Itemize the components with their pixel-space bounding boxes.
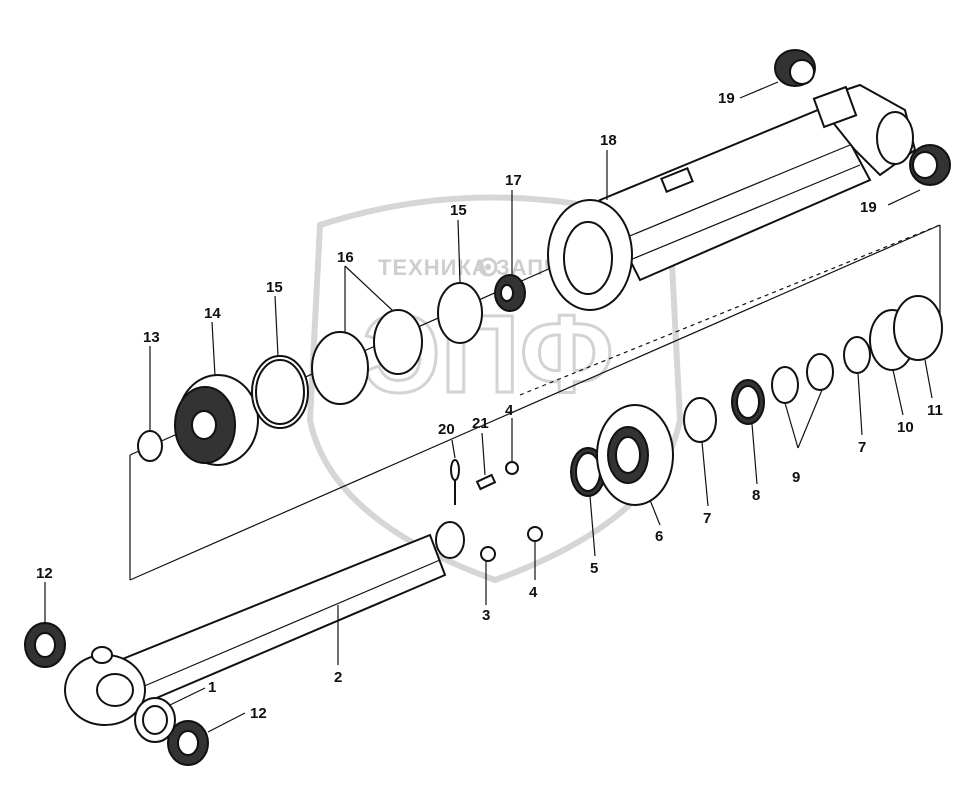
- bearings-12: [24, 622, 209, 766]
- gear-icon: [478, 257, 498, 277]
- callout-4a: 4: [505, 402, 514, 419]
- callout-5: 5: [590, 560, 598, 577]
- callout-15b: 15: [450, 202, 467, 219]
- callout-7a: 7: [703, 510, 711, 527]
- ring-15-right: [437, 282, 483, 344]
- bolts-3-20-21: [450, 459, 497, 562]
- callout-15a: 15: [266, 279, 283, 296]
- callout-labels: 1 2 3 4 4 5 6 7 7 8 9 10 11 12 12 13 14 …: [36, 90, 943, 722]
- callout-16: 16: [337, 249, 354, 266]
- callout-1: 1: [208, 679, 216, 696]
- callout-8: 8: [752, 487, 760, 504]
- callout-4b: 4: [529, 584, 538, 601]
- callout-2: 2: [334, 669, 342, 686]
- gland-6: [596, 404, 674, 506]
- callout-3: 3: [482, 607, 490, 624]
- nut-17: [494, 274, 526, 312]
- callout-18: 18: [600, 132, 617, 149]
- callout-6: 6: [655, 528, 663, 545]
- callout-17: 17: [505, 172, 522, 189]
- callout-9: 9: [792, 469, 800, 486]
- callout-13: 13: [143, 329, 160, 346]
- callout-11: 11: [927, 402, 943, 419]
- callout-7b: 7: [858, 439, 866, 456]
- callout-leaders: [44, 81, 933, 733]
- rings-16: [311, 309, 423, 405]
- washers-4: [505, 461, 543, 542]
- callout-12a: 12: [36, 565, 53, 582]
- ring-13: [137, 430, 163, 462]
- cylinder-barrel: [547, 83, 917, 311]
- callout-20: 20: [438, 421, 455, 438]
- ring-15-left: [251, 355, 309, 429]
- callout-19a: 19: [718, 90, 735, 107]
- callout-21: 21: [472, 415, 489, 432]
- callout-19b: 19: [860, 199, 877, 216]
- bearing-19-right: [909, 144, 951, 186]
- callout-14: 14: [204, 305, 221, 322]
- piston-rod: [64, 521, 465, 726]
- bushing-1: [134, 697, 176, 743]
- callout-10: 10: [897, 419, 914, 436]
- callout-12b: 12: [250, 705, 267, 722]
- bearing-19-top: [774, 49, 816, 87]
- piston-14: [174, 374, 259, 466]
- seal-rings-7-11: [683, 295, 943, 443]
